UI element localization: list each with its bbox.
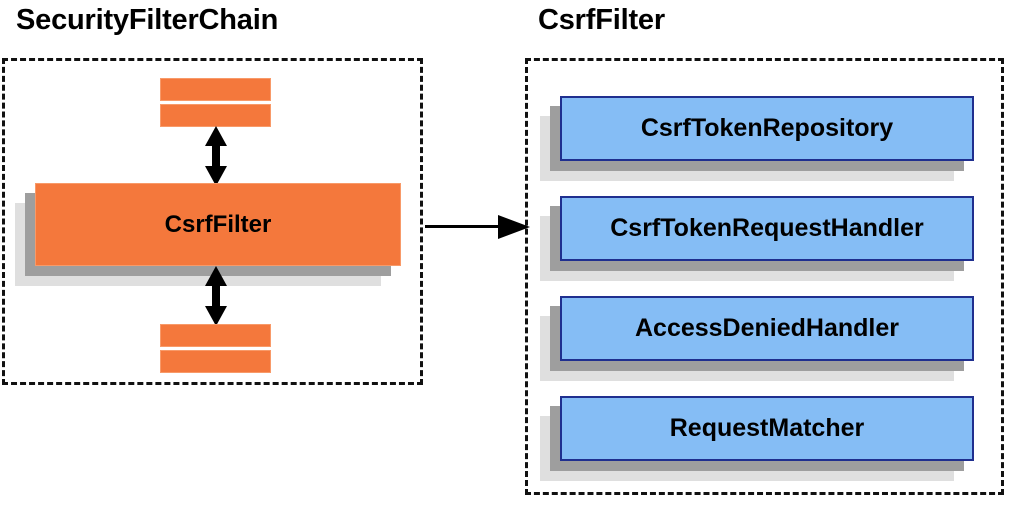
collaborator-label-csrftokenrepository: CsrfTokenRepository [640,114,894,142]
collaborator-label-requestmatcher: RequestMatcher [669,414,865,442]
collaborator-stack-accessdeniedhandler[interactable]: AccessDeniedHandler [540,296,974,381]
horizontal-arrow-right [425,215,530,239]
panel-title-securityfilterchain: SecurityFilterChain [16,4,279,36]
unlabeled-filter-bar-top-1 [160,78,271,101]
collaborator-stack-csrftokenrepository[interactable]: CsrfTokenRepository [540,96,974,181]
double-headed-vertical-arrow-up [204,126,228,186]
collaborator-label-csrftokenrequesthandler: CsrfTokenRequestHandler [610,214,924,242]
csrffilter-panel [525,58,1004,495]
collaborator-box-csrftokenrepository[interactable]: CsrfTokenRepository [560,96,974,161]
collaborator-label-accessdeniedhandler: AccessDeniedHandler [634,314,899,342]
filter-label-csrffilter: CsrfFilter [164,210,272,238]
unlabeled-filter-bar-top-2 [160,104,271,127]
collaborator-stack-csrftokenrequesthandler[interactable]: CsrfTokenRequestHandler [540,196,974,281]
collaborator-stack-requestmatcher[interactable]: RequestMatcher [540,396,974,481]
securityfilterchain-panel [2,58,423,385]
panel-title-csrffilter: CsrfFilter [538,4,665,36]
collaborator-box-csrftokenrequesthandler[interactable]: CsrfTokenRequestHandler [560,196,974,261]
double-headed-vertical-arrow-down [204,266,228,326]
unlabeled-filter-bar-bottom-1 [160,324,271,347]
collaborator-box-accessdeniedhandler[interactable]: AccessDeniedHandler [560,296,974,361]
collaborator-box-requestmatcher[interactable]: RequestMatcher [560,396,974,461]
filter-stack-csrffilter[interactable]: CsrfFilter [15,183,401,286]
filter-box-csrffilter[interactable]: CsrfFilter [35,183,401,266]
unlabeled-filter-bar-bottom-2 [160,350,271,373]
